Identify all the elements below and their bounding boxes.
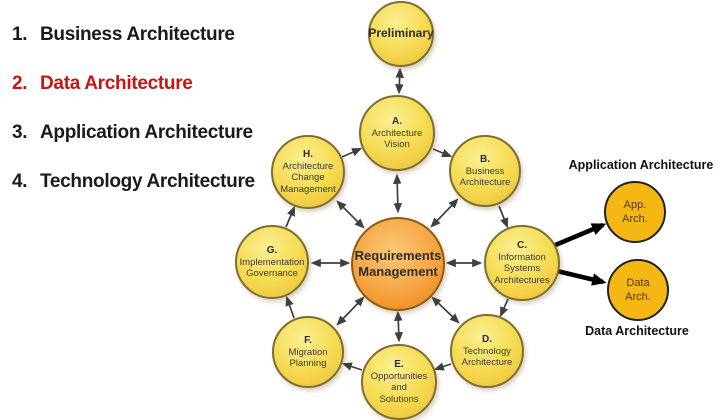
arrow-b-to-c: [498, 205, 509, 229]
list-number: 1.: [12, 24, 28, 45]
adm-phase-h-architecture-change-management: H. Architecture Change Management: [271, 135, 345, 209]
adm-phase-c-information-systems-architectures: C. Information Systems Architectures: [484, 225, 560, 301]
callout-circle-text: App. Arch.: [622, 199, 648, 225]
arrow-rm-h: [336, 200, 365, 229]
phase-letter: E.: [394, 358, 404, 370]
adm-arrows-layer: [285, 67, 607, 371]
phase-name: Preliminary: [368, 26, 434, 41]
list-label: Business Architecture: [40, 24, 235, 45]
arrow-rm-f: [336, 296, 365, 326]
list-number: 3.: [12, 122, 28, 143]
arrow-g-to-h: [285, 205, 295, 228]
phase-letter: B.: [480, 153, 490, 165]
list-item-application-architecture: 3. Application Architecture: [12, 122, 255, 144]
arrow-f-to-g: [285, 295, 295, 319]
arrow-h-to-a: [341, 148, 363, 158]
adm-phase-preliminary: Preliminary: [368, 1, 434, 67]
arrow-rm-a: [392, 173, 403, 214]
list-number: 2.: [12, 73, 28, 94]
phase-name: Migration Planning: [288, 346, 328, 370]
phase-letter: H.: [303, 148, 313, 160]
phase-name: Requirements Management: [354, 248, 442, 279]
phase-name: Architecture Change Management: [280, 160, 336, 195]
phase-name: Architecture Vision: [371, 127, 423, 151]
list-label: Data Architecture: [40, 73, 193, 94]
callout-circle-text: Data Arch.: [625, 277, 651, 303]
arrow-c-to-d: [500, 298, 509, 318]
adm-phase-b-business-architecture: B. Business Architecture: [449, 135, 521, 207]
adm-phase-g-implementation-governance: G. Implementation Governance: [235, 225, 309, 299]
data-arch-circle: Data Arch.: [607, 259, 669, 321]
adm-requirements-management: Requirements Management: [351, 217, 445, 311]
arrow-c-to-app-arch: [552, 222, 607, 249]
phase-name: Technology Architecture: [461, 345, 513, 369]
phase-name: Business Architecture: [459, 165, 511, 189]
arrow-e-to-f: [341, 362, 363, 371]
list-item-business-architecture: 1. Business Architecture: [12, 24, 255, 46]
list-item-technology-architecture: 4. Technology Architecture: [12, 171, 255, 193]
arrow-rm-b: [430, 198, 459, 228]
phase-name: Information Systems Architectures: [494, 251, 550, 286]
adm-phase-d-technology-architecture: D. Technology Architecture: [450, 314, 524, 388]
phase-letter: G.: [266, 244, 278, 256]
adm-phase-a-architecture-vision: A. Architecture Vision: [359, 95, 435, 171]
phase-name: Opportunities and Solutions: [370, 370, 428, 405]
list-item-data-architecture: 2. Data Architecture: [12, 73, 255, 95]
list-label: Application Architecture: [40, 122, 253, 143]
phase-letter: D.: [482, 333, 492, 345]
arrow-a-to-b: [432, 148, 453, 157]
arrow-c-to-data-arch: [556, 268, 607, 286]
phase-letter: F.: [304, 334, 312, 346]
arrow-d-to-e: [433, 362, 452, 371]
slide-canvas: { "slide": { "background": "#ffffff", "l…: [12, 1, 714, 420]
architecture-list: 1. Business Architecture 2. Data Archite…: [12, 24, 255, 193]
arrow-rm-d: [431, 296, 460, 324]
arrow-rm-e: [394, 310, 403, 343]
phase-letter: C.: [517, 239, 527, 251]
list-label: Technology Architecture: [40, 171, 255, 192]
arrow-preliminary-a: [395, 67, 404, 95]
adm-phase-e-opportunities-and-solutions: E. Opportunities and Solutions: [361, 344, 437, 420]
phase-name: Implementation Governance: [239, 256, 305, 280]
phase-letter: A.: [392, 115, 402, 127]
application-architecture-label: Application Architecture: [568, 158, 714, 172]
data-architecture-label: Data Architecture: [585, 324, 689, 338]
adm-phase-f-migration-planning: F. Migration Planning: [272, 316, 344, 388]
list-number: 4.: [12, 171, 28, 192]
app-arch-circle: App. Arch.: [604, 181, 666, 243]
